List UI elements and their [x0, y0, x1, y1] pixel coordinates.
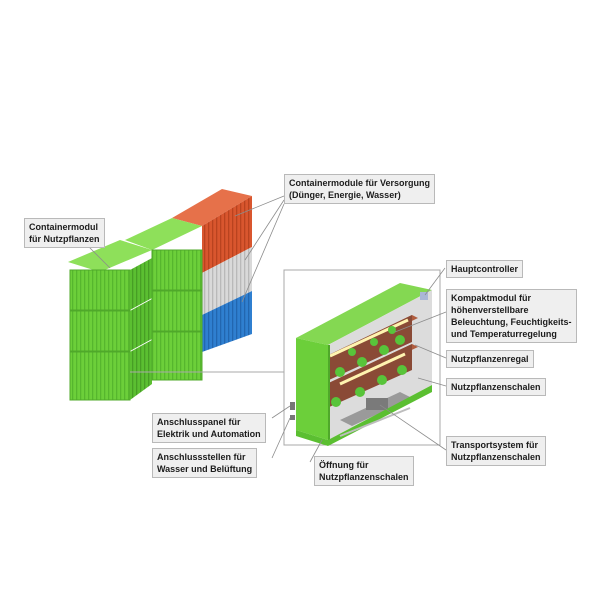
label-line: höhenverstellbare: [451, 305, 529, 315]
label-containermodul-nutzpflanzen: Containermodul für Nutzpflanzen: [24, 218, 105, 248]
label-line: Wasser und Belüftung: [157, 464, 253, 474]
label-nutzpflanzenschalen: Nutzpflanzenschalen: [446, 378, 546, 396]
label-line: Nutzpflanzenschalen: [451, 382, 541, 392]
label-anschlusspanel: Anschlusspanel für Elektrik und Automati…: [152, 413, 266, 443]
plant-container-3: [69, 351, 131, 401]
label-line: (Dünger, Energie, Wasser): [289, 190, 401, 200]
supply-containers: [172, 189, 252, 352]
label-line: Transportsystem für: [451, 440, 539, 450]
connection-ports: [290, 415, 295, 420]
label-kompaktmodul: Kompaktmodul für höhenverstellbare Beleu…: [446, 289, 577, 343]
label-line: Kompaktmodul für: [451, 293, 531, 303]
plant-container-6: [151, 331, 203, 381]
label-nutzpflanzenregal: Nutzpflanzenregal: [446, 350, 534, 368]
plant-containers: [68, 218, 203, 401]
label-line: für Nutzpflanzen: [29, 234, 100, 244]
label-line: Anschlusspanel für: [157, 417, 241, 427]
supply-container-red-top: [172, 189, 252, 226]
supply-container-blue: [202, 291, 252, 352]
detail-frame: [283, 269, 441, 446]
label-hauptcontroller: Hauptcontroller: [446, 260, 524, 278]
connection-panel: [290, 402, 295, 410]
label-line: Containermodule für Versorgung: [289, 178, 431, 188]
plant-container-2: [69, 310, 131, 352]
label-line: Elektrik und Automation: [157, 429, 261, 439]
label-line: Beleuchtung, Feuchtigkeits-: [451, 317, 572, 327]
label-line: Nutzpflanzenschalen: [451, 452, 541, 462]
label-line: Containermodul: [29, 222, 98, 232]
label-line: Hauptcontroller: [451, 264, 519, 274]
label-line: Nutzpflanzenschalen: [319, 472, 409, 482]
leader-lines: [87, 195, 447, 463]
label-line: und Temperaturregelung: [451, 329, 557, 339]
plant-container-4: [151, 249, 203, 291]
main-controller: [420, 292, 428, 300]
label-line: Nutzpflanzenregal: [451, 354, 529, 364]
container-cutaway: [290, 283, 432, 446]
plant-container-5: [151, 290, 203, 332]
supply-container-red: [202, 196, 252, 273]
label-transportsystem: Transportsystem für Nutzpflanzenschalen: [446, 436, 546, 466]
supply-container-grey: [202, 247, 252, 315]
plant-container-1: [69, 269, 131, 311]
label-line: Öffnung für: [319, 460, 369, 470]
label-oeffnung: Öffnung für Nutzpflanzenschalen: [314, 456, 414, 486]
label-anschlussstellen: Anschlussstellen für Wasser und Belüftun…: [152, 448, 258, 478]
label-line: Anschlussstellen für: [157, 452, 246, 462]
label-containermodule-versorgung: Containermodule für Versorgung (Dünger, …: [284, 174, 436, 204]
